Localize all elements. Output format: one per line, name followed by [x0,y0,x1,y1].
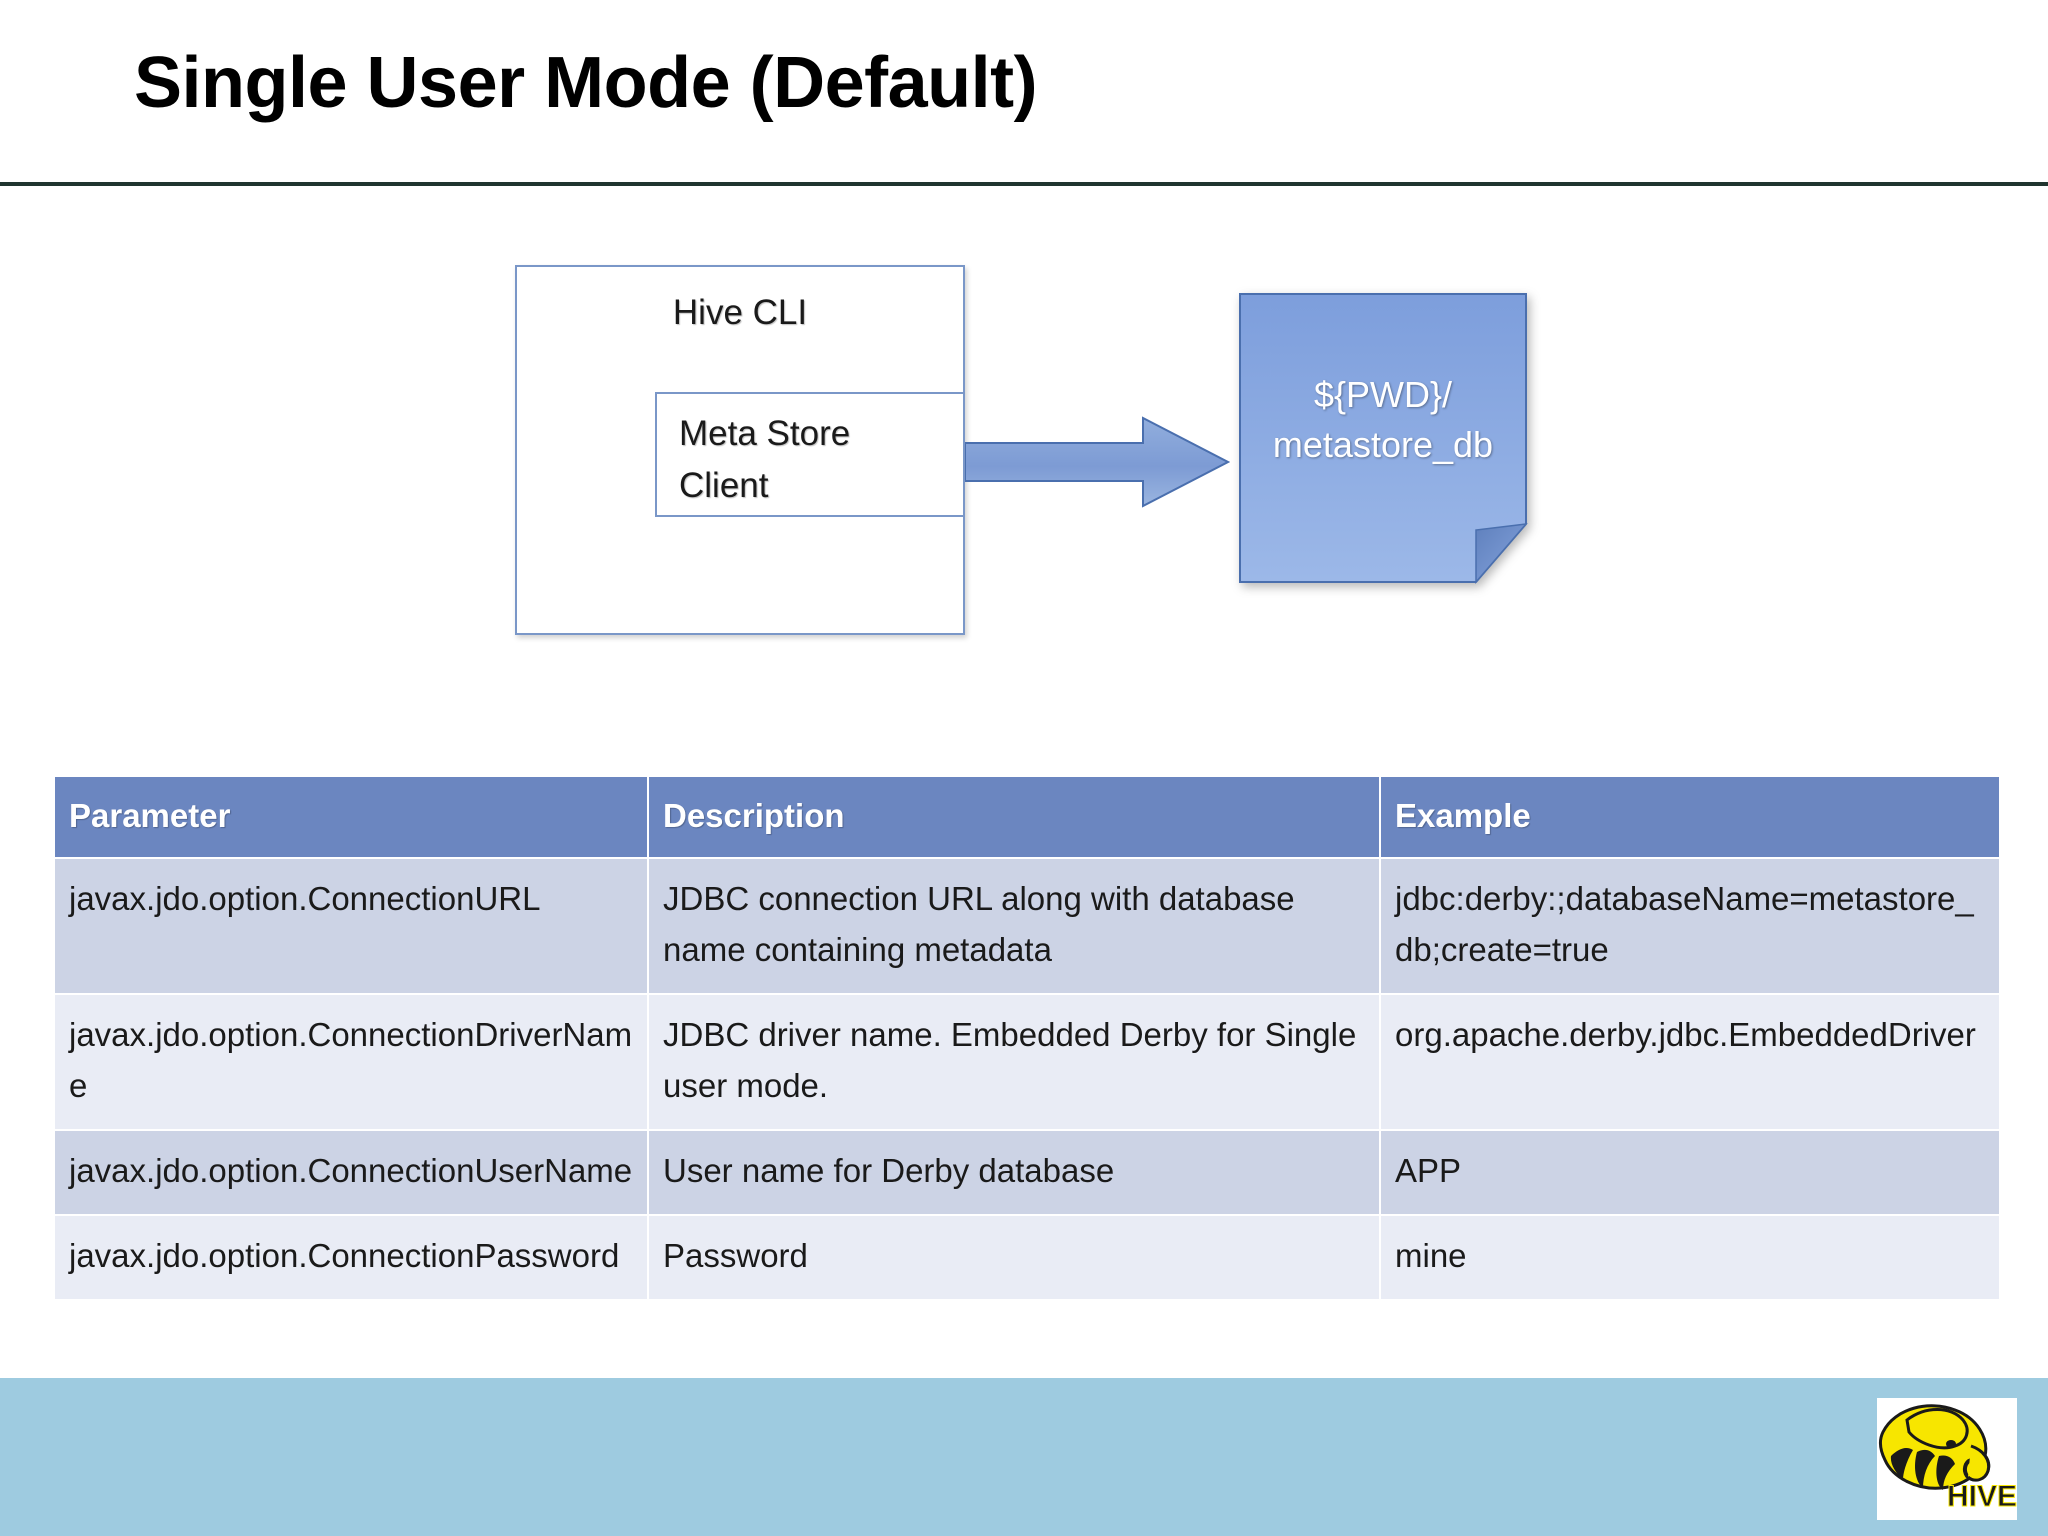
cell-description: User name for Derby database [649,1131,1379,1214]
parameters-table: Parameter Description Example javax.jdo.… [53,775,2001,1301]
column-header-example: Example [1381,777,1999,857]
cell-example: APP [1381,1131,1999,1214]
column-header-parameter: Parameter [55,777,647,857]
footer-band [0,1378,2048,1536]
cell-description: Password [649,1216,1379,1299]
architecture-diagram: Hive CLI Meta Store Client [0,0,2048,700]
cell-description: JDBC connection URL along with database … [649,859,1379,993]
cell-example: org.apache.derby.jdbc.EmbeddedDriver [1381,995,1999,1129]
cell-example: mine [1381,1216,1999,1299]
hive-cli-label: Hive CLI [672,293,808,332]
meta-store-client-label: Meta Store Client [679,408,949,512]
meta-store-client-label-line1: Meta Store [679,414,851,453]
flow-arrow-right-icon [965,415,1230,510]
cell-parameter: javax.jdo.option.ConnectionDriverName [55,995,647,1129]
cell-parameter: javax.jdo.option.ConnectionPassword [55,1216,647,1299]
metastore-db-document: ${PWD}/ metastore_db [1238,292,1560,602]
cell-parameter: javax.jdo.option.ConnectionURL [55,859,647,993]
table-row: javax.jdo.option.ConnectionDriverName JD… [55,995,1999,1129]
meta-store-client-label-line2: Client [679,466,769,505]
column-header-description: Description [649,777,1379,857]
table-header-row: Parameter Description Example [55,777,1999,857]
hive-logo: HIVE [1877,1398,2017,1520]
cell-example: jdbc:derby:;databaseName=metastore_db;cr… [1381,859,1999,993]
meta-store-client-box: Meta Store Client [655,392,965,517]
title-divider [0,182,2048,186]
table-row: javax.jdo.option.ConnectionUserName User… [55,1131,1999,1214]
hive-logo-text: HIVE [1947,1480,2017,1513]
cell-parameter: javax.jdo.option.ConnectionUserName [55,1131,647,1214]
table-row: javax.jdo.option.ConnectionURL JDBC conn… [55,859,1999,993]
page-title: Single User Mode (Default) [134,43,1038,123]
cell-description: JDBC driver name. Embedded Derby for Sin… [649,995,1379,1129]
table-row: javax.jdo.option.ConnectionPassword Pass… [55,1216,1999,1299]
